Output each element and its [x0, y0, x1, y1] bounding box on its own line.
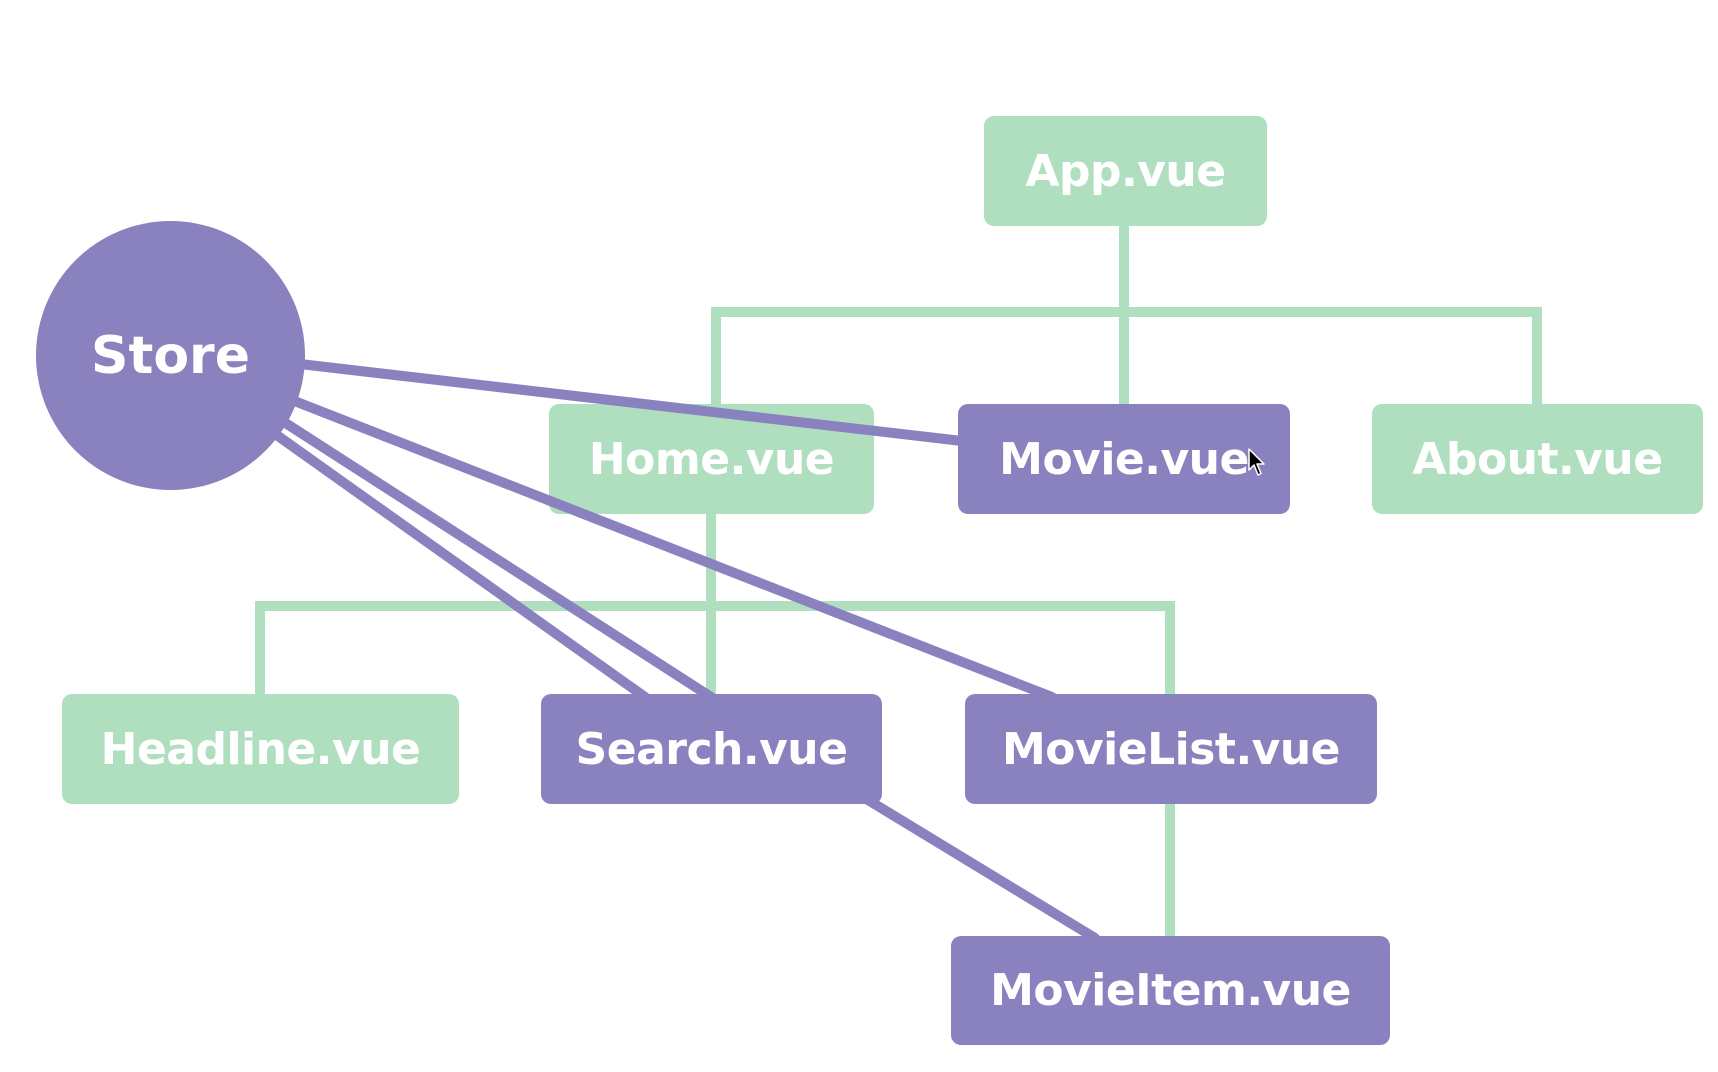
app-vue-node: App.vue [984, 116, 1267, 226]
store-node: Store [36, 221, 305, 490]
mouse-pointer-icon [1248, 448, 1265, 476]
about-vue-node: About.vue [1372, 404, 1703, 514]
store-to-movielist-connector [292, 397, 1057, 702]
search-to-movieitem-connector [863, 795, 1100, 943]
store-to-search-connector [273, 431, 650, 702]
home-vue-label: Home.vue [588, 433, 835, 485]
movielist-vue-node: MovieList.vue [965, 694, 1377, 804]
store-to-movie-connector [295, 359, 967, 446]
about-vue-label: About.vue [1412, 433, 1663, 485]
search-vue-node: Search.vue [541, 694, 882, 804]
headline-vue-label: Headline.vue [100, 723, 421, 775]
movieitem-vue-label: MovieItem.vue [990, 965, 1351, 1016]
movieitem-vue-node: MovieItem.vue [951, 936, 1390, 1045]
search-vue-label: Search.vue [575, 723, 848, 775]
app-vue-label: App.vue [1025, 145, 1226, 197]
movielist-vue-label: MovieList.vue [1001, 723, 1341, 775]
store-to-search-connector [282, 419, 716, 702]
movie-vue-node: Movie.vue [958, 404, 1290, 514]
headline-vue-node: Headline.vue [62, 694, 459, 804]
movie-vue-label: Movie.vue [999, 433, 1249, 485]
store-label: Store [91, 325, 250, 386]
